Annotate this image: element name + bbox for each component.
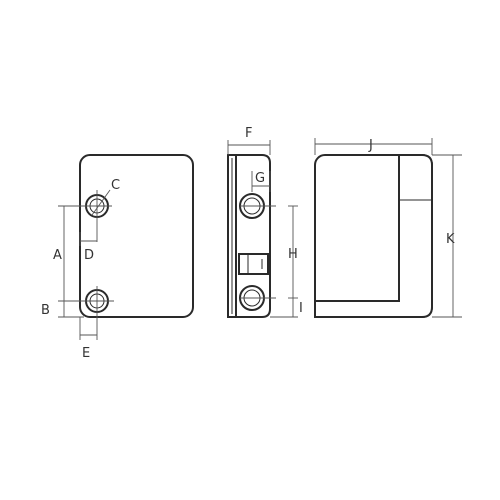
side-view: F G H I: [227, 126, 303, 318]
rear-hinge-part: [314, 154, 433, 318]
dimension-j: [314, 138, 433, 155]
front-view: C A D B E: [41, 154, 194, 361]
side-slot: [238, 253, 269, 275]
label-i: I: [299, 301, 303, 316]
dimension-e: [79, 317, 98, 340]
label-a: A: [53, 248, 62, 263]
front-top-hole: [83, 189, 112, 242]
dimension-i: [270, 298, 298, 318]
dimension-a: [58, 205, 84, 302]
label-h: H: [288, 247, 298, 262]
dimension-g: [251, 171, 271, 192]
front-bottom-hole: [83, 286, 114, 318]
label-j: J: [368, 138, 373, 153]
label-e: E: [82, 346, 90, 361]
dimension-f: [227, 140, 271, 155]
label-c: C: [111, 178, 120, 193]
hole-diameter-leader: [91, 189, 111, 216]
rear-view: J K: [314, 138, 462, 318]
label-k: K: [446, 232, 455, 247]
label-d: D: [84, 248, 94, 263]
label-b: B: [41, 303, 50, 318]
label-f: F: [245, 126, 252, 141]
dimension-d: [79, 232, 97, 246]
dimension-k: [432, 154, 462, 318]
label-g: G: [255, 171, 265, 186]
